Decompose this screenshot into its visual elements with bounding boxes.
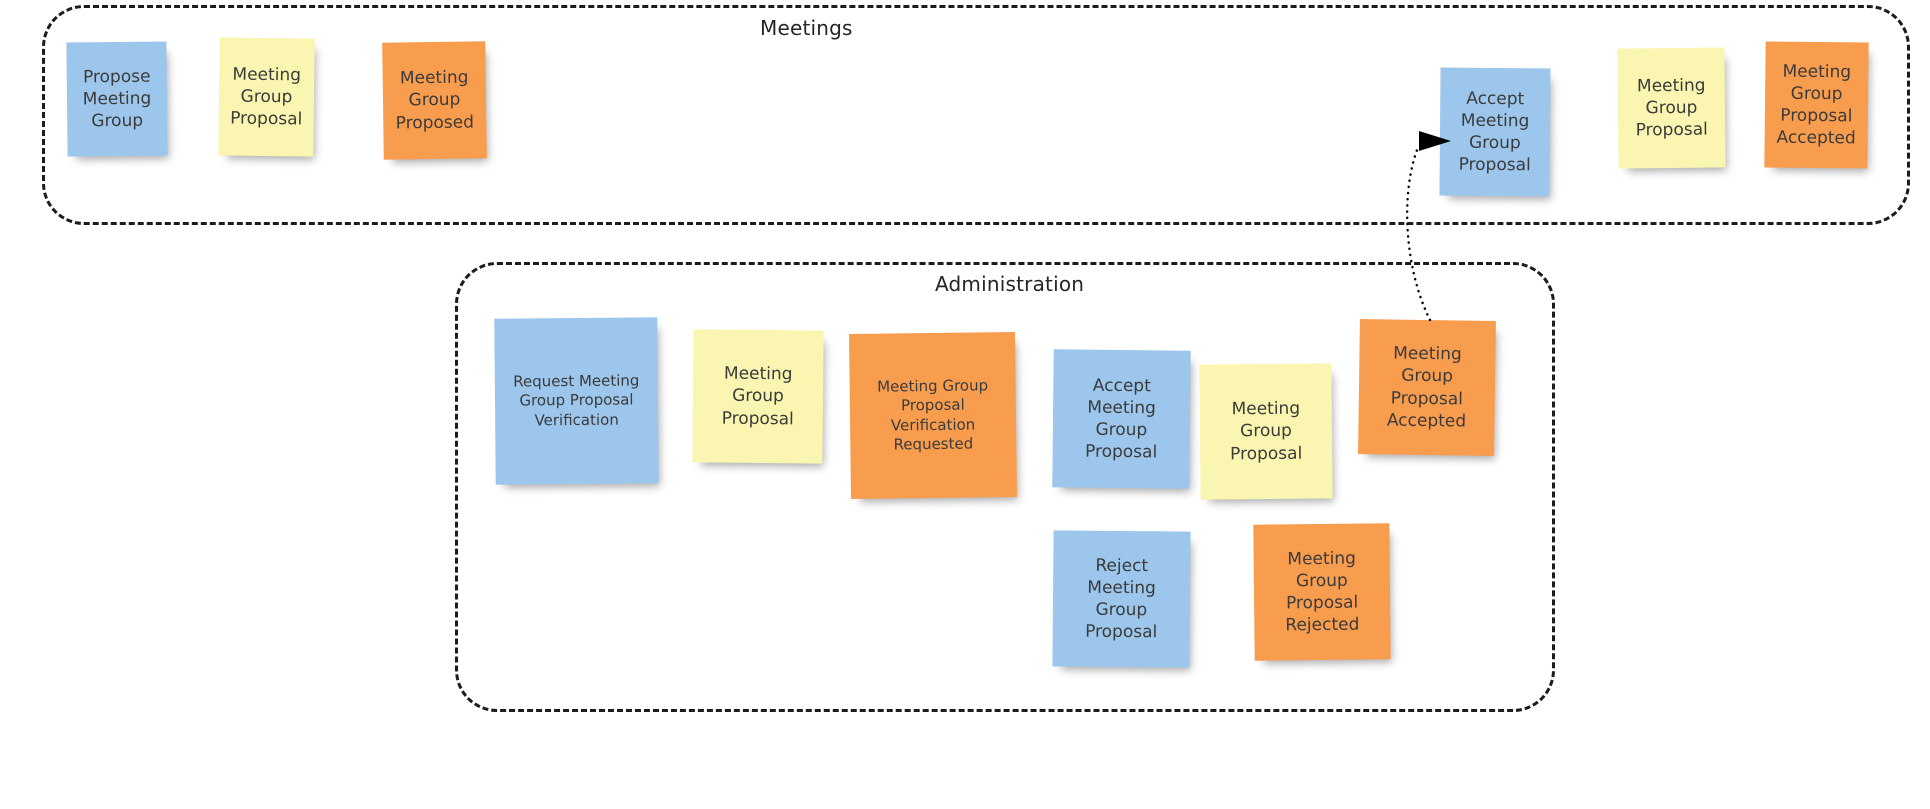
swimlane-meetings[interactable] [42,5,1910,225]
swimlane-title-administration: Administration [935,272,1085,296]
swimlane-title-meetings: Meetings [760,16,853,40]
swimlane-administration[interactable] [455,262,1555,712]
